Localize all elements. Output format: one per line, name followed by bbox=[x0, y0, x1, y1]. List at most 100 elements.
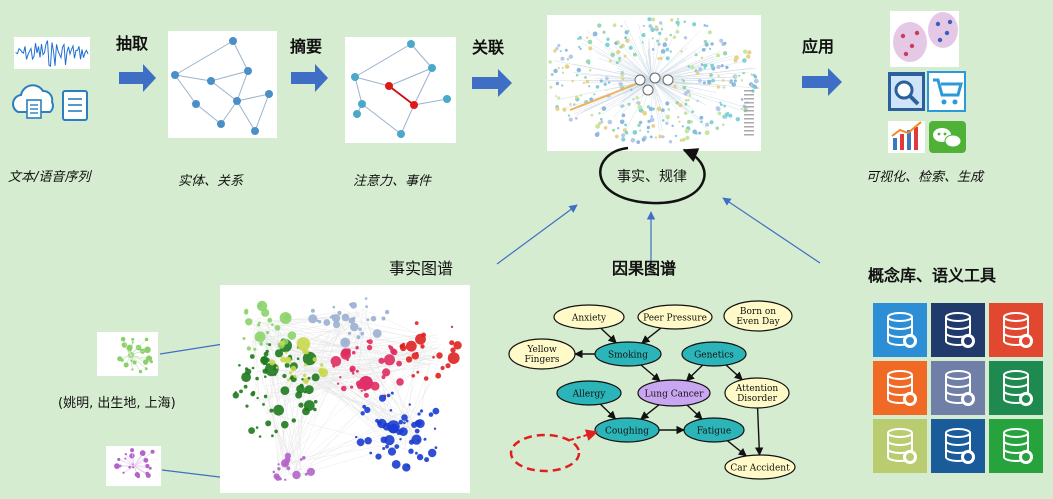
network-node bbox=[709, 120, 714, 125]
fact-node bbox=[440, 365, 445, 371]
fact-node bbox=[391, 460, 401, 469]
network-node bbox=[733, 79, 737, 83]
causal-edge-fatigue-car bbox=[726, 440, 747, 457]
fact-node bbox=[372, 329, 382, 338]
fact-node bbox=[311, 373, 320, 382]
fact-node bbox=[262, 403, 265, 406]
entity-node bbox=[192, 100, 200, 108]
fact-node bbox=[245, 404, 249, 408]
thumbnail-node bbox=[134, 471, 140, 478]
network-node bbox=[616, 50, 621, 55]
network-node bbox=[659, 56, 663, 61]
network-node bbox=[715, 126, 719, 130]
network-edge bbox=[651, 55, 719, 81]
audio-waveform-icon bbox=[14, 37, 90, 69]
network-legend-line bbox=[744, 134, 754, 136]
fact-edge bbox=[273, 326, 368, 395]
network-node bbox=[692, 129, 697, 135]
fact-edge bbox=[280, 363, 435, 390]
db-disk-top bbox=[887, 428, 913, 438]
fact-node bbox=[405, 419, 409, 423]
network-legend-line bbox=[744, 102, 754, 104]
fact-node bbox=[356, 438, 365, 447]
db-disk-top bbox=[1003, 428, 1029, 438]
network-node bbox=[659, 21, 663, 25]
network-node bbox=[598, 121, 602, 126]
fact-node bbox=[400, 344, 407, 352]
db-disk-top bbox=[945, 370, 971, 380]
network-node bbox=[617, 127, 620, 130]
network-node bbox=[628, 45, 633, 50]
fact-node bbox=[382, 368, 391, 377]
fact-node bbox=[323, 319, 331, 326]
fact-node bbox=[330, 356, 342, 367]
network-hub bbox=[634, 74, 646, 86]
network-edge bbox=[651, 79, 691, 108]
network-edge bbox=[639, 36, 653, 81]
network-edge bbox=[607, 59, 653, 81]
fact-node bbox=[286, 466, 291, 471]
document-icon bbox=[62, 90, 88, 121]
network-node bbox=[603, 126, 608, 130]
fact-node bbox=[238, 364, 241, 367]
network-node bbox=[715, 106, 720, 111]
db-ring bbox=[887, 382, 913, 388]
fact-node bbox=[350, 302, 357, 309]
network-legend-line bbox=[744, 94, 754, 96]
network-edge bbox=[573, 79, 653, 115]
network-edge bbox=[624, 79, 653, 95]
network-node bbox=[703, 24, 707, 27]
network-node bbox=[716, 85, 721, 89]
network-node bbox=[658, 134, 663, 139]
fact-node bbox=[362, 404, 367, 409]
attention-node bbox=[385, 82, 393, 90]
fact-node bbox=[339, 376, 342, 379]
fact-edge bbox=[289, 428, 404, 464]
network-node bbox=[582, 81, 586, 84]
thumbnail-node bbox=[138, 369, 143, 374]
network-node bbox=[721, 79, 725, 82]
event-node bbox=[428, 64, 436, 72]
fact-node bbox=[423, 376, 429, 381]
network-node bbox=[742, 58, 747, 63]
network-node bbox=[716, 64, 721, 69]
fact-node bbox=[239, 389, 243, 394]
network-node bbox=[588, 85, 591, 88]
fact-edge bbox=[275, 343, 439, 391]
thumbnail-node bbox=[124, 453, 127, 456]
thumbnail-node bbox=[123, 362, 129, 368]
fact-node bbox=[329, 315, 333, 319]
db-tile bbox=[873, 303, 927, 357]
entity-relation-caption: 实体、关系 bbox=[178, 173, 244, 189]
fact-node bbox=[254, 331, 266, 343]
fact-node bbox=[350, 322, 359, 332]
fact-edge bbox=[266, 324, 339, 401]
fact-node bbox=[436, 352, 443, 359]
entity-edge bbox=[174, 74, 212, 82]
network-node bbox=[698, 79, 702, 83]
network-node bbox=[620, 71, 624, 75]
network-node bbox=[680, 50, 683, 53]
fact-node bbox=[355, 346, 359, 350]
network-node bbox=[658, 31, 662, 36]
fact-node bbox=[396, 378, 404, 386]
fact-edge bbox=[292, 334, 438, 357]
network-node bbox=[682, 85, 687, 90]
thumbnail-node bbox=[144, 337, 149, 342]
network-edge bbox=[605, 79, 653, 109]
fact-node bbox=[386, 393, 391, 398]
associate-label: 关联 bbox=[472, 38, 504, 57]
thumbnail-edge bbox=[133, 454, 144, 467]
fact-node bbox=[285, 351, 288, 354]
network-node bbox=[707, 30, 712, 35]
fact-node bbox=[385, 444, 389, 449]
fact-node bbox=[349, 365, 356, 372]
fact-node bbox=[341, 385, 347, 392]
fact-node bbox=[432, 407, 440, 415]
network-node bbox=[692, 22, 697, 27]
network-node bbox=[590, 113, 594, 117]
network-node bbox=[610, 52, 615, 58]
fact-node bbox=[260, 356, 268, 363]
network-node bbox=[723, 104, 726, 108]
